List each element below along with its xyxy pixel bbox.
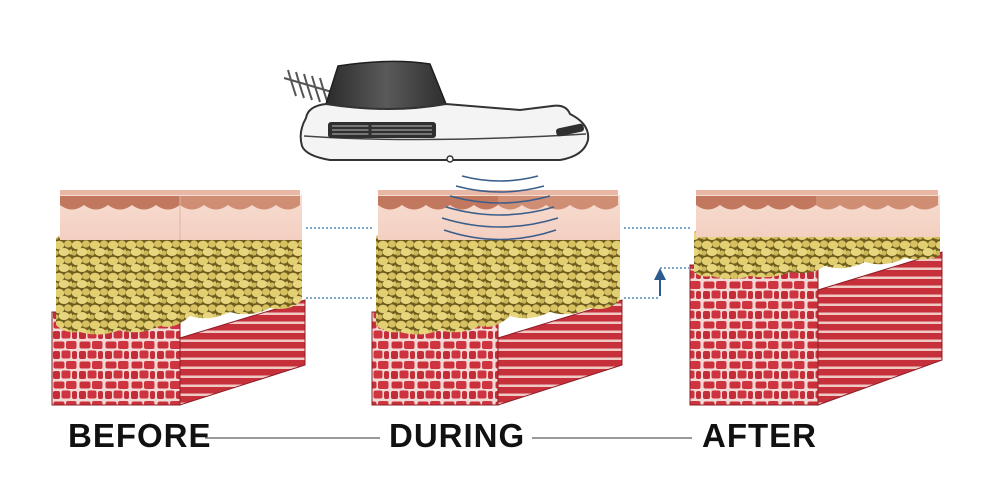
stage-label-after: AFTER	[702, 417, 817, 454]
status-dot-icon	[446, 155, 454, 163]
fat-layer	[376, 223, 620, 335]
stage-label-during: DURING	[389, 417, 526, 454]
dermis-edge	[696, 196, 816, 210]
comparison-guide-lines	[306, 227, 692, 299]
muscle-layer-side	[817, 251, 943, 406]
arrow-up-icon	[654, 268, 666, 296]
ultrasound-handpiece-icon	[283, 60, 590, 163]
tissue-block-after	[689, 190, 943, 406]
tissue-block-during	[371, 175, 623, 406]
tissue-block-before	[51, 190, 306, 406]
stage-label-before: BEFORE	[68, 417, 212, 454]
cable-icon	[283, 69, 333, 105]
device-cap	[325, 60, 448, 111]
dermis-edge	[378, 196, 498, 210]
nozzle-grille-icon	[556, 123, 584, 137]
fat-layer	[56, 223, 302, 335]
acoustic-wave-icon	[441, 175, 559, 241]
dermis-edge	[60, 196, 180, 210]
muscle-layer-front	[689, 264, 819, 406]
device-body	[299, 102, 590, 161]
vent-grille-icon	[328, 122, 436, 138]
